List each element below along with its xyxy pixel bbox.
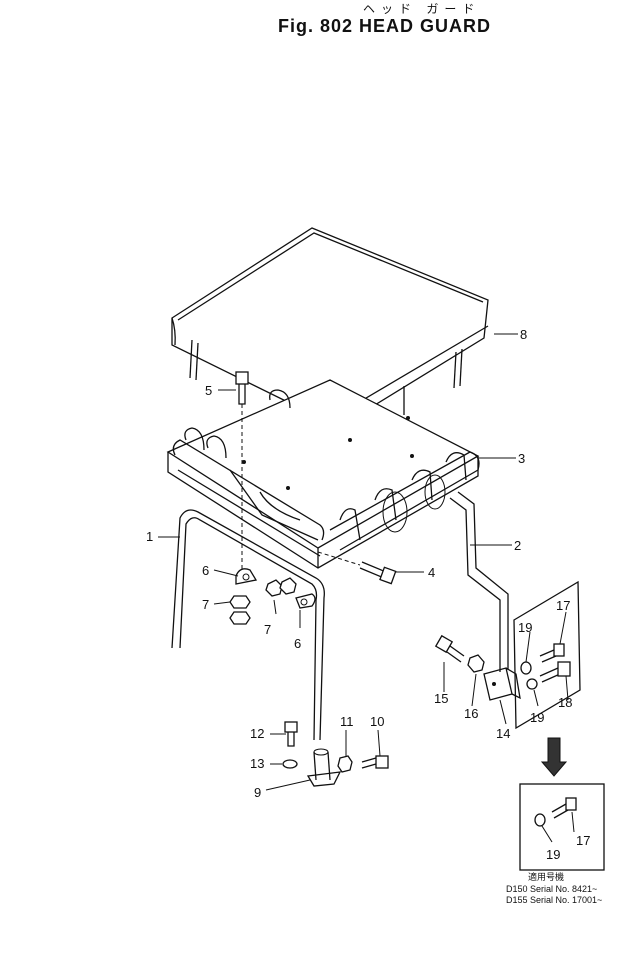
callout-18: 18 bbox=[558, 695, 572, 710]
pipe-part-1 bbox=[171, 509, 325, 741]
callout-1: 1 bbox=[146, 529, 153, 544]
callout-12: 12 bbox=[250, 726, 264, 741]
callout-6-center: 6 bbox=[294, 636, 301, 651]
callout-19-c: 19 bbox=[546, 847, 560, 862]
bolt-part-18 bbox=[539, 661, 571, 683]
serial-line-d155: D155 Serial No. 17001~ bbox=[506, 895, 602, 905]
callout-15: 15 bbox=[434, 691, 448, 706]
callout-19-b: 19 bbox=[530, 710, 544, 725]
callout-7-center: 7 bbox=[264, 622, 271, 637]
base-part-9 bbox=[306, 748, 342, 787]
callout-10: 10 bbox=[370, 714, 384, 729]
callout-4: 4 bbox=[428, 565, 435, 580]
callout-19-a: 19 bbox=[518, 620, 532, 635]
nut-part-7-center bbox=[265, 577, 297, 597]
bolt-part-17-upper bbox=[539, 643, 565, 663]
callout-17-lower: 17 bbox=[576, 833, 590, 848]
callout-13: 13 bbox=[250, 756, 264, 771]
nut-part-7-left bbox=[229, 595, 251, 625]
callout-6-left: 6 bbox=[202, 563, 209, 578]
callout-5: 5 bbox=[205, 383, 212, 398]
nut-part-11 bbox=[337, 755, 353, 773]
washer-part-13 bbox=[282, 759, 298, 769]
detail-panel-lower bbox=[519, 783, 605, 871]
callout-labels: 8 3 2 4 5 1 6 7 7 6 12 13 9 11 10 15 16 … bbox=[146, 327, 590, 862]
callout-14: 14 bbox=[496, 726, 510, 741]
japanese-title: ヘッド ガード bbox=[363, 2, 481, 16]
figure-title: Fig. 802 HEAD GUARD bbox=[278, 16, 492, 36]
callout-7-left: 7 bbox=[202, 597, 209, 612]
washer-part-19b bbox=[526, 678, 538, 690]
frame-part-3 bbox=[166, 379, 480, 569]
change-arrow bbox=[540, 737, 568, 777]
bolt-part-4 bbox=[317, 551, 397, 585]
callout-8: 8 bbox=[520, 327, 527, 342]
pipe-part-2 bbox=[449, 491, 509, 648]
leader-lines bbox=[158, 333, 575, 843]
bracket-part-14 bbox=[483, 648, 521, 701]
callout-2: 2 bbox=[514, 538, 521, 553]
serial-line-d150: D150 Serial No. 8421~ bbox=[506, 884, 597, 894]
serial-notes: 適用号機 D150 Serial No. 8421~ D155 Serial N… bbox=[506, 871, 602, 905]
callout-11: 11 bbox=[340, 714, 354, 729]
bolt-part-10 bbox=[361, 755, 389, 769]
callout-3: 3 bbox=[518, 451, 525, 466]
bolt-part-15 bbox=[434, 634, 465, 663]
callout-9: 9 bbox=[254, 785, 261, 800]
serial-heading: 適用号機 bbox=[528, 871, 564, 882]
washer-part-19a bbox=[520, 661, 532, 675]
clamp-part-6-center bbox=[295, 593, 316, 609]
callout-17-upper: 17 bbox=[556, 598, 570, 613]
bolt-part-12 bbox=[284, 721, 298, 747]
bolt-part-17-lower bbox=[551, 797, 577, 819]
detail-panel-upper bbox=[513, 580, 581, 730]
nut-part-16 bbox=[467, 654, 485, 673]
callout-16: 16 bbox=[464, 706, 478, 721]
washer-part-19c bbox=[534, 813, 546, 827]
clamp-part-6-left bbox=[235, 568, 258, 585]
